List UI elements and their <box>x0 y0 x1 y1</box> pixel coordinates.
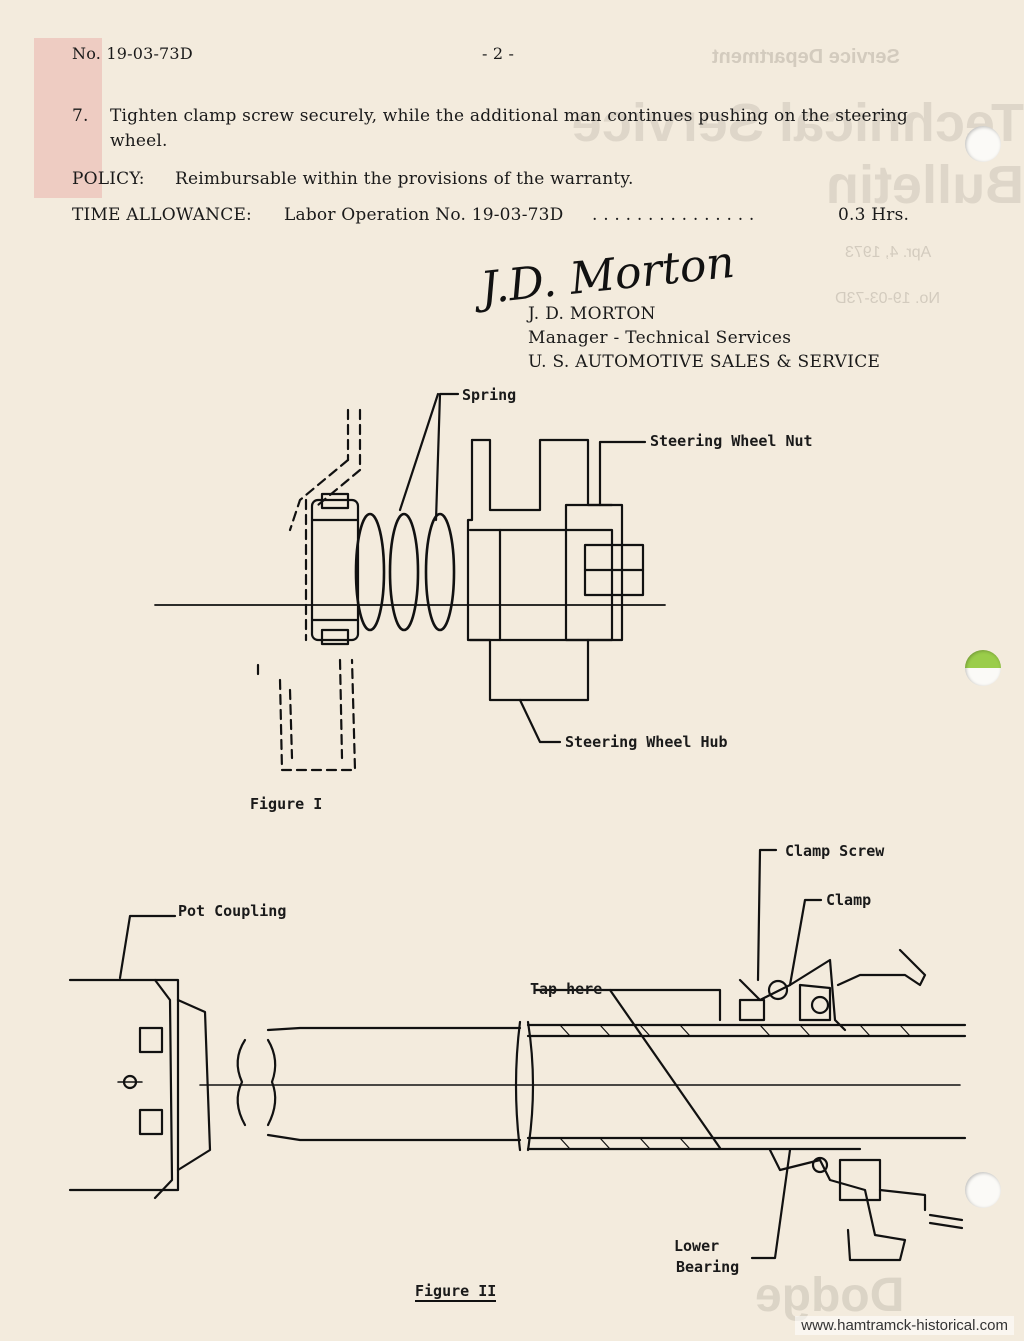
label-steering-wheel-nut: Steering Wheel Nut <box>650 432 813 450</box>
labor-operation: Labor Operation No. 19-03-73D <box>284 205 564 225</box>
signer-name: J. D. MORTON <box>528 304 656 324</box>
step-text-line2: wheel. <box>110 131 168 151</box>
bleed-logo-block <box>34 38 102 198</box>
policy-label: POLICY: <box>72 169 145 189</box>
label-pot-coupling: Pot Coupling <box>178 902 287 920</box>
page-number: - 2 - <box>482 44 515 63</box>
figure-2-caption: Figure II <box>415 1282 497 1302</box>
signature-block: J. D. MORTON Manager - Technical Service… <box>528 302 880 374</box>
binder-hole-top <box>965 126 1001 162</box>
leader-dots: . . . . . . . . . . . . . . . <box>592 205 755 225</box>
label-steering-wheel-hub: Steering Wheel Hub <box>565 733 728 751</box>
policy-text: Reimbursable within the provisions of th… <box>175 169 634 189</box>
label-tap-here: Tap here <box>530 980 603 998</box>
label-clamp: Clamp <box>826 891 872 909</box>
time-hours: 0.3 Hrs. <box>838 205 910 225</box>
binder-hole-middle <box>965 650 1001 686</box>
bulletin-number: No. 19-03-73D <box>72 44 193 63</box>
label-lower-bearing-line1: Lower <box>674 1237 720 1255</box>
figure-1-caption: Figure I <box>250 795 323 813</box>
label-lower-bearing-line2: Bearing <box>676 1258 740 1276</box>
label-spring: Spring <box>462 386 517 404</box>
step-number: 7. <box>72 106 89 126</box>
label-clamp-screw: Clamp Screw <box>785 842 885 860</box>
signer-title: Manager - Technical Services <box>528 328 792 348</box>
step-text-line1: Tighten clamp screw securely, while the … <box>110 106 908 126</box>
time-allowance-label: TIME ALLOWANCE: <box>72 205 252 225</box>
site-watermark: www.hamtramck-historical.com <box>795 1316 1014 1335</box>
signer-department: U. S. AUTOMOTIVE SALES & SERVICE <box>528 352 881 372</box>
binder-hole-bottom <box>965 1172 1001 1208</box>
